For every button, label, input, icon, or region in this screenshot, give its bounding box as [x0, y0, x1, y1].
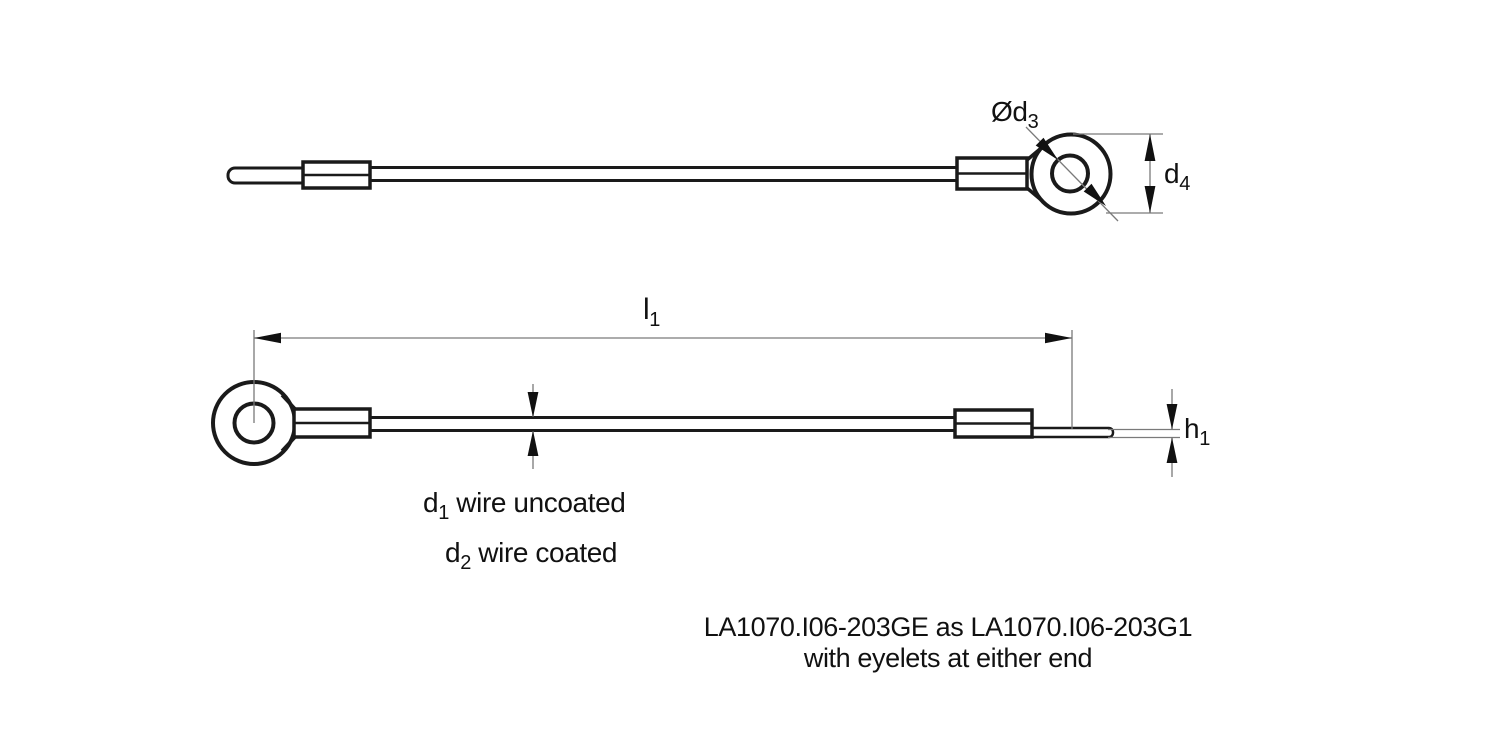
wire-tip [226, 166, 310, 185]
eyelet-hole [1050, 153, 1090, 194]
arrowhead [527, 392, 539, 418]
arrowhead [1144, 186, 1156, 213]
arrowhead [1166, 404, 1178, 430]
dimension-hole-diameter: Ød3 [991, 96, 1119, 222]
arrowhead [254, 332, 281, 344]
arrowhead [1045, 332, 1072, 344]
arrowhead [1083, 183, 1106, 206]
top-view-cable [226, 132, 1113, 216]
wire-uncoated-note: d1 wire uncoated [423, 487, 625, 524]
arrowhead [527, 430, 539, 456]
bottom-view-cable [211, 380, 1115, 466]
hole-diameter-label: Ød3 [991, 96, 1039, 133]
arrowhead [1144, 134, 1156, 161]
dimension-tab-height: h1 [1108, 389, 1211, 477]
flat-tab-end [1028, 426, 1115, 439]
length-label: l1 [643, 293, 660, 331]
wire-coated-note: d2 wire coated [445, 537, 617, 574]
arrowhead [1166, 437, 1178, 463]
part-number-line: LA1070.I06-203GE as LA1070.I06-203G1 [704, 612, 1192, 642]
dimension-wire-diameter: d1 wire uncoated d2 wire coated [423, 384, 626, 574]
dimension-length: l1 [253, 293, 1073, 429]
tab-height-label: h1 [1184, 413, 1210, 450]
arrowhead [1035, 137, 1058, 160]
caption: LA1070.I06-203GE as LA1070.I06-203G1 wit… [704, 612, 1193, 673]
outer-diameter-label: d4 [1164, 158, 1190, 195]
dimension-outer-diameter: d4 [1073, 133, 1191, 214]
caption-description-line: with eyelets at either end [803, 643, 1092, 673]
